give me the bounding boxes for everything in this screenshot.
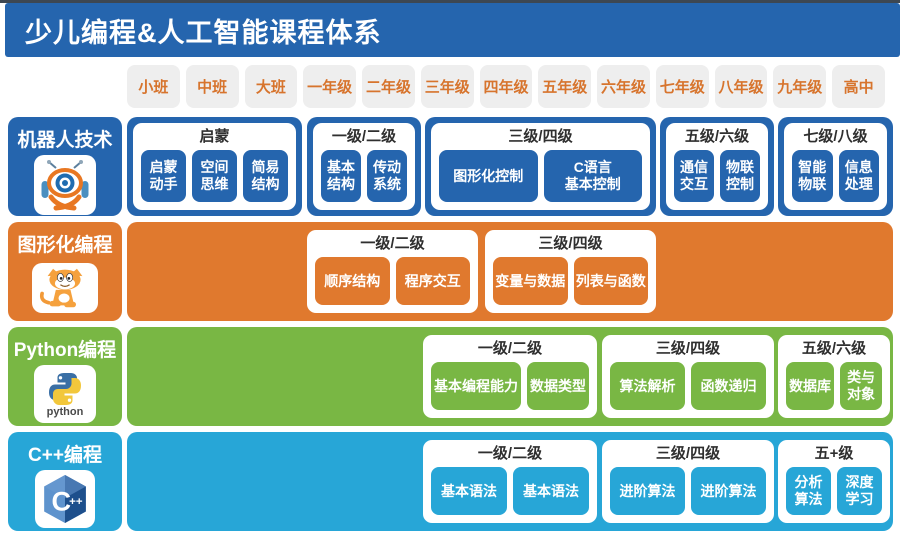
- section-level-5-6: 五级/六级 通信 交互 物联 控制: [660, 117, 774, 216]
- course-tile: 程序交互: [395, 256, 470, 305]
- page-title-bar: 少儿编程&人工智能课程体系: [5, 3, 900, 57]
- grade-badge: 五年级: [538, 65, 592, 108]
- section-level-3-4: 三级/四级 算法解析 函数递归: [602, 335, 774, 418]
- course-tile: 基本语法: [513, 466, 589, 515]
- track-label-python: Python编程 python: [8, 327, 122, 426]
- grade-badge: 六年级: [597, 65, 650, 108]
- scratch-cat-icon: [32, 263, 98, 313]
- track-label-cpp: C++编程 C ++: [8, 432, 122, 531]
- course-tile: 图形化控制: [439, 149, 538, 202]
- section-level-3-4: 三级/四级 进阶算法 进阶算法: [602, 440, 774, 523]
- python-logo-icon: python: [34, 365, 96, 423]
- course-tile: 进阶算法: [691, 466, 766, 515]
- section-title: 五级/六级: [684, 128, 750, 145]
- robot-mascot-icon: [34, 155, 96, 215]
- course-tile: 变量与数据: [493, 256, 568, 305]
- course-tile: 物联 控制: [720, 149, 760, 202]
- track-title: Python编程: [13, 340, 117, 361]
- course-tile: 启蒙 动手: [141, 149, 186, 202]
- section-title: 一级/二级: [477, 445, 543, 462]
- section-title: 一级/二级: [477, 340, 543, 357]
- course-tile: C语言 基本控制: [543, 149, 642, 202]
- course-tile: 类与 对象: [840, 361, 882, 410]
- course-tile: 函数递归: [691, 361, 766, 410]
- section-level-3-4: 三级/四级 图形化控制 C语言 基本控制: [425, 117, 656, 216]
- track-row-robotics: 机器人技术 启蒙: [8, 117, 893, 216]
- track-title: C++编程: [28, 445, 102, 466]
- cpp-letter: C: [51, 485, 71, 516]
- grade-badge: 七年级: [655, 65, 709, 108]
- cpp-logo-icon: C ++: [35, 470, 95, 528]
- grade-scale: 小班 中班 大班 一年级 二年级 三年级 四年级 五年级 六年级 七年级 八年级…: [127, 65, 885, 108]
- track-content-python: 一级/二级 基本编程能力 数据类型 三级/四级 算法解析 函数递归: [127, 327, 893, 426]
- grade-badge: 三年级: [420, 65, 474, 108]
- section-level-1-2: 一级/二级 顺序结构 程序交互: [307, 230, 478, 313]
- python-wordmark: python: [46, 405, 84, 418]
- course-tile: 基本 结构: [321, 149, 361, 202]
- section-title: 三级/四级: [655, 340, 721, 357]
- track-content-scratch: 一级/二级 顺序结构 程序交互 三级/四级 变量与数据 列表与函数: [127, 222, 893, 321]
- course-tile: 智能 物联: [792, 149, 833, 202]
- course-tile: 顺序结构: [315, 256, 390, 305]
- section-enlightenment: 启蒙 启蒙 动手 空间 思维 简易 结构: [127, 117, 302, 216]
- grade-badge: 中班: [185, 65, 239, 108]
- course-tile: 深度 学习: [837, 466, 882, 515]
- grade-badge: 四年级: [479, 65, 533, 108]
- track-title: 机器人技术: [17, 130, 113, 151]
- track-row-python: Python编程 python 一级/二级 基本编程能力 数据类型: [8, 327, 893, 426]
- grade-badge: 一年级: [303, 65, 357, 108]
- section-level-5plus: 五+级 分析 算法 深度 学习: [778, 440, 890, 523]
- course-tile: 算法解析: [610, 361, 685, 410]
- track-label-scratch: 图形化编程: [8, 222, 122, 321]
- section-level-5-6: 五级/六级 数据库 类与 对象: [778, 335, 890, 418]
- course-tile: 分析 算法: [786, 466, 831, 515]
- cpp-plus-signs: ++: [69, 496, 83, 508]
- section-title: 五级/六级: [801, 340, 867, 357]
- course-tile: 通信 交互: [674, 149, 714, 202]
- grade-badge: 大班: [244, 65, 298, 108]
- section-title: 三级/四级: [655, 445, 721, 462]
- top-divider: [0, 0, 900, 3]
- grade-badge: 八年级: [714, 65, 768, 108]
- track-label-robotics: 机器人技术: [8, 117, 122, 216]
- section-title: 启蒙: [199, 128, 230, 145]
- track-title: 图形化编程: [17, 235, 113, 256]
- section-level-1-2: 一级/二级 基本编程能力 数据类型: [423, 335, 597, 418]
- section-title: 一级/二级: [360, 235, 425, 252]
- course-tile: 信息 处理: [838, 149, 879, 202]
- track-content-robotics: 启蒙 启蒙 动手 空间 思维 简易 结构 一级/二级 基本 结构 传动 系统: [127, 117, 893, 216]
- course-tile: 基本语法: [431, 466, 507, 515]
- grade-badge: 小班: [127, 65, 180, 108]
- page-title: 少儿编程&人工智能课程体系: [25, 17, 382, 48]
- course-tile: 空间 思维: [192, 149, 237, 202]
- section-title: 三级/四级: [538, 235, 603, 252]
- track-row-cpp: C++编程 C ++ 一级/二级 基本语法 基本语法: [8, 432, 893, 531]
- track-row-scratch: 图形化编程: [8, 222, 893, 321]
- course-tile: 数据库: [786, 361, 835, 410]
- grade-badge: 九年级: [773, 65, 827, 108]
- course-tile: 简易 结构: [243, 149, 288, 202]
- section-level-1-2: 一级/二级 基本 结构 传动 系统: [307, 117, 421, 216]
- section-title: 一级/二级: [331, 128, 397, 145]
- course-tile: 数据类型: [526, 361, 589, 410]
- section-level-1-2: 一级/二级 基本语法 基本语法: [423, 440, 597, 523]
- section-title: 三级/四级: [508, 128, 573, 145]
- grade-badge: 二年级: [362, 65, 415, 108]
- track-content-cpp: 一级/二级 基本语法 基本语法 三级/四级 进阶算法 进阶算法: [127, 432, 893, 531]
- course-tile: 列表与函数: [573, 256, 648, 305]
- grade-badge: 高中: [832, 65, 885, 108]
- section-level-7-8: 七级/八级 智能 物联 信息 处理: [778, 117, 893, 216]
- course-tile: 进阶算法: [610, 466, 685, 515]
- section-title: 七级/八级: [803, 128, 868, 145]
- course-tile: 传动 系统: [367, 149, 407, 202]
- section-level-3-4: 三级/四级 变量与数据 列表与函数: [485, 230, 656, 313]
- course-tile: 基本编程能力: [431, 361, 521, 410]
- section-title: 五+级: [814, 445, 854, 462]
